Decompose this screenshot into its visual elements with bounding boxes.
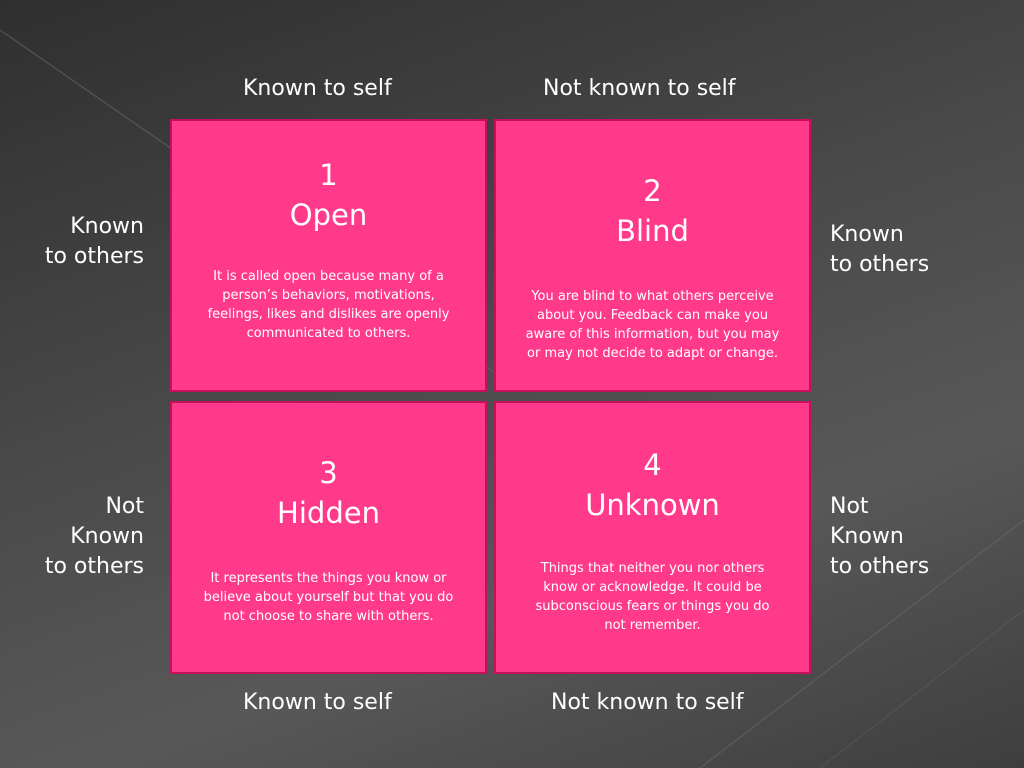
quadrant-open-description: It is called open because many of a pers… xyxy=(207,269,450,341)
quadrant-hidden-description: It represents the things you know or bel… xyxy=(203,571,454,624)
quadrant-unknown: 4 Unknown Things that neither you nor ot… xyxy=(494,401,811,674)
quadrant-blind-title: 2 Blind xyxy=(616,174,689,248)
column-footer-not-known-to-self: Not known to self xyxy=(551,690,744,715)
row-label-right-known-to-others: Known to others xyxy=(830,222,930,277)
quadrant-hidden: 3 Hidden It represents the things you kn… xyxy=(170,401,487,674)
quadrant-open: 1 Open It is called open because many of… xyxy=(170,119,487,392)
quadrant-unknown-description: Things that neither you nor others know … xyxy=(535,561,770,633)
quadrant-unknown-title: 4 Unknown xyxy=(585,448,720,522)
row-label-left-not-known-to-others: Not Known to others xyxy=(44,494,144,579)
row-label-left-known-to-others: Known to others xyxy=(44,214,144,269)
quadrant-open-title: 1 Open xyxy=(289,158,368,232)
column-footer-known-to-self: Known to self xyxy=(243,690,392,715)
row-label-right-not-known-to-others: Not Known to others xyxy=(830,494,930,579)
quadrant-blind: 2 Blind You are blind to what others per… xyxy=(494,119,811,392)
quadrant-blind-description: You are blind to what others perceive ab… xyxy=(525,289,780,361)
column-header-not-known-to-self: Not known to self xyxy=(543,76,736,101)
column-header-known-to-self: Known to self xyxy=(243,76,392,101)
quadrant-hidden-title: 3 Hidden xyxy=(277,456,380,530)
